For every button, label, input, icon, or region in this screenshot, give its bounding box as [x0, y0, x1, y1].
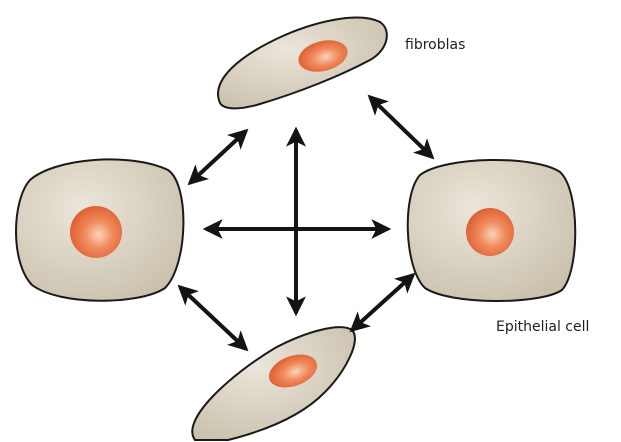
fibroblast-cell-top [218, 18, 387, 109]
arrow-bottom-right [352, 275, 413, 330]
epithelial-cell-left [16, 159, 183, 300]
arrow-left-bottom [180, 287, 246, 349]
epithelial-cell-right [408, 160, 576, 301]
fibroblast-cell-bottom [192, 327, 355, 440]
fibroblast-label: fibroblas [405, 37, 465, 53]
epithelial-left-nucleus [70, 206, 122, 258]
arrow-left-top [190, 131, 246, 183]
epithelial-right-nucleus [466, 208, 514, 256]
epithelial-cell-label: Epithelial cell [496, 319, 589, 335]
arrow-top-right [370, 97, 432, 157]
